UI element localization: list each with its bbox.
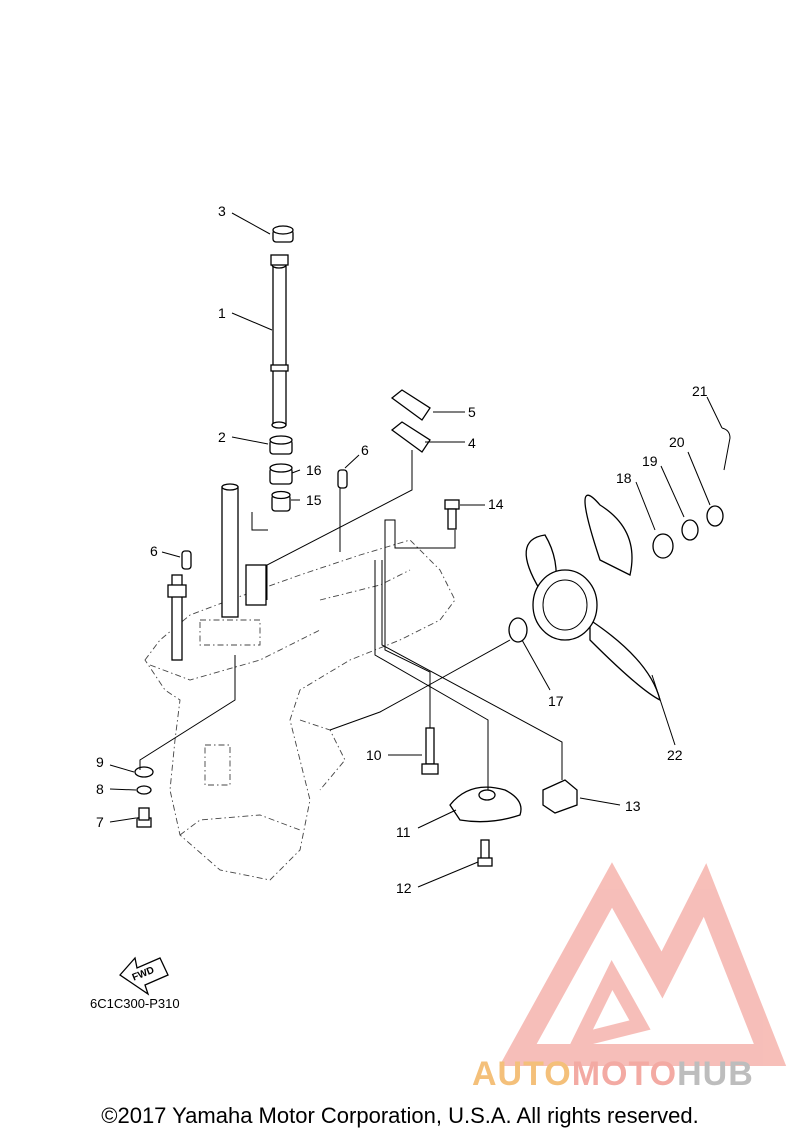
logo-word-auto: AUTO — [472, 1055, 572, 1093]
seal-4 — [390, 421, 431, 453]
bearing-16 — [269, 463, 293, 485]
callout-17: 17 — [548, 693, 564, 709]
callout-14: 14 — [488, 496, 504, 512]
callout-10: 10 — [366, 747, 382, 763]
logo-word-moto: MOTO — [571, 1055, 678, 1093]
bushing-3 — [272, 225, 294, 243]
callout-6-left: 6 — [150, 543, 158, 559]
callout-4: 4 — [468, 435, 476, 451]
callout-22: 22 — [667, 747, 683, 763]
housing-shafts — [167, 483, 267, 661]
copyright-notice: ©2017 Yamaha Motor Corporation, U.S.A. A… — [101, 1103, 699, 1128]
spacer-18 — [652, 533, 674, 559]
seal-2 — [269, 435, 293, 455]
callout-13: 13 — [625, 798, 641, 814]
cotter-pin-21 — [721, 427, 731, 471]
callout-9: 9 — [96, 754, 104, 770]
bolt-14 — [444, 499, 460, 530]
leader-lines — [109, 212, 723, 888]
logo-word-hub: HUB — [677, 1055, 754, 1093]
dowel-pin-6-left — [181, 550, 192, 570]
watermark-logo-text: AUTOMOTOHUB — [472, 1055, 754, 1094]
callout-20: 20 — [669, 434, 685, 450]
diagram-code: 6C1C300-P310 — [90, 996, 180, 1011]
callout-18: 18 — [616, 470, 632, 486]
callout-15: 15 — [306, 492, 322, 508]
callout-19: 19 — [642, 453, 658, 469]
callout-1: 1 — [218, 305, 226, 321]
bolt-7 — [136, 807, 152, 828]
callout-5: 5 — [468, 404, 476, 420]
washer-19 — [681, 519, 699, 541]
callout-16: 16 — [306, 462, 322, 478]
washer-9 — [134, 766, 154, 778]
callout-21: 21 — [692, 383, 708, 399]
watermark-logo-icon — [499, 862, 787, 1066]
lower-unit-housing — [144, 539, 456, 881]
callout-2: 2 — [218, 429, 226, 445]
bolt-12 — [477, 839, 493, 867]
drive-shaft — [270, 254, 289, 429]
washer-8 — [136, 785, 152, 795]
callout-8: 8 — [96, 781, 104, 797]
sleeve-15 — [271, 490, 291, 512]
callout-labels: 1 2 3 4 5 6 6 7 8 9 10 11 12 13 14 15 16… — [96, 203, 708, 896]
callout-12: 12 — [396, 880, 412, 896]
nut-20 — [706, 505, 724, 527]
callout-7: 7 — [96, 814, 104, 830]
trim-tab-11 — [449, 786, 522, 823]
fwd-arrow-icon: FWD — [119, 956, 169, 996]
propeller-22 — [525, 494, 661, 702]
callout-6-right: 6 — [361, 442, 369, 458]
thrust-washer-17 — [508, 617, 528, 643]
seal-5 — [390, 389, 431, 421]
dowel-pin-6-right — [337, 469, 348, 489]
callout-3: 3 — [218, 203, 226, 219]
bolt-10 — [421, 727, 439, 775]
callout-11: 11 — [396, 824, 411, 840]
anode-13 — [542, 779, 578, 814]
